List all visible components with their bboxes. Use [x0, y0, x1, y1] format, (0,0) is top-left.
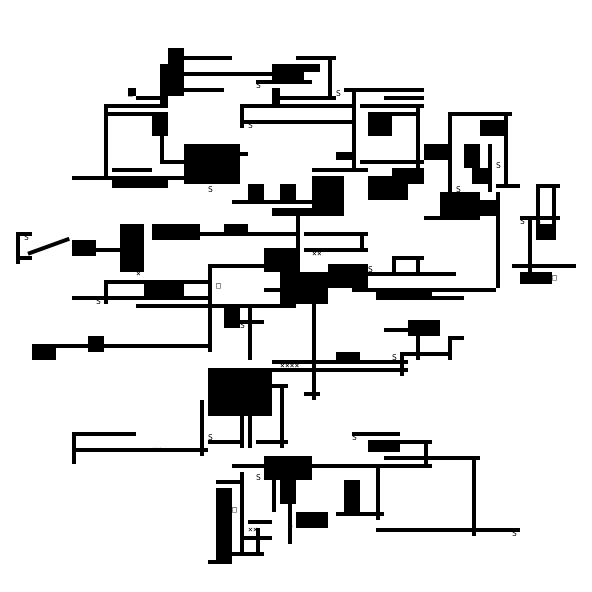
door-marker: □ — [216, 281, 221, 290]
stair-marker: S — [336, 89, 341, 98]
trap-markers: ×× ×××× ×× × ×× □ □ □ □ □ □ — [128, 89, 557, 534]
stair-marker: S — [512, 529, 517, 538]
stair-marker: S — [208, 185, 213, 194]
map-markers: S S S S S S S S S S S S S S S S S S A — [24, 81, 541, 538]
stair-marker: S — [24, 233, 29, 242]
trap-marker: ×× — [248, 525, 258, 534]
door-marker: □ — [232, 505, 237, 514]
door-marker: □ — [256, 393, 261, 402]
room-cluster-bottom — [208, 432, 520, 564]
room-cluster-lower — [72, 320, 464, 464]
room-cluster-middle — [208, 176, 456, 400]
stair-marker: S — [96, 297, 101, 306]
stair-marker: S — [256, 81, 261, 90]
stair-marker: S — [288, 521, 293, 530]
trap-marker: ×× — [312, 249, 322, 258]
room-cluster-top — [72, 48, 336, 188]
stair-marker: S — [456, 185, 461, 194]
stair-marker: S — [248, 121, 253, 130]
trap-marker: × — [136, 269, 141, 278]
stair-marker: S — [496, 161, 501, 170]
trap-marker: ×××× — [280, 361, 299, 370]
stair-marker: S — [256, 473, 261, 482]
stair-marker: S — [392, 353, 397, 362]
stair-marker: S — [368, 265, 373, 274]
door-marker: □ — [128, 89, 133, 98]
trap-marker: ×× — [152, 445, 162, 454]
door-marker: □ — [288, 193, 293, 202]
room-cluster-right — [352, 112, 576, 300]
door-marker: □ — [552, 273, 557, 282]
room-cluster-left — [16, 224, 296, 360]
stair-marker: S — [240, 321, 245, 330]
stair-marker: S — [352, 433, 357, 442]
stair-marker: S — [208, 433, 213, 442]
stair-marker: S — [536, 217, 541, 226]
room-block — [168, 48, 184, 96]
stair-marker: S — [520, 217, 525, 226]
item-marker: A — [496, 121, 501, 130]
